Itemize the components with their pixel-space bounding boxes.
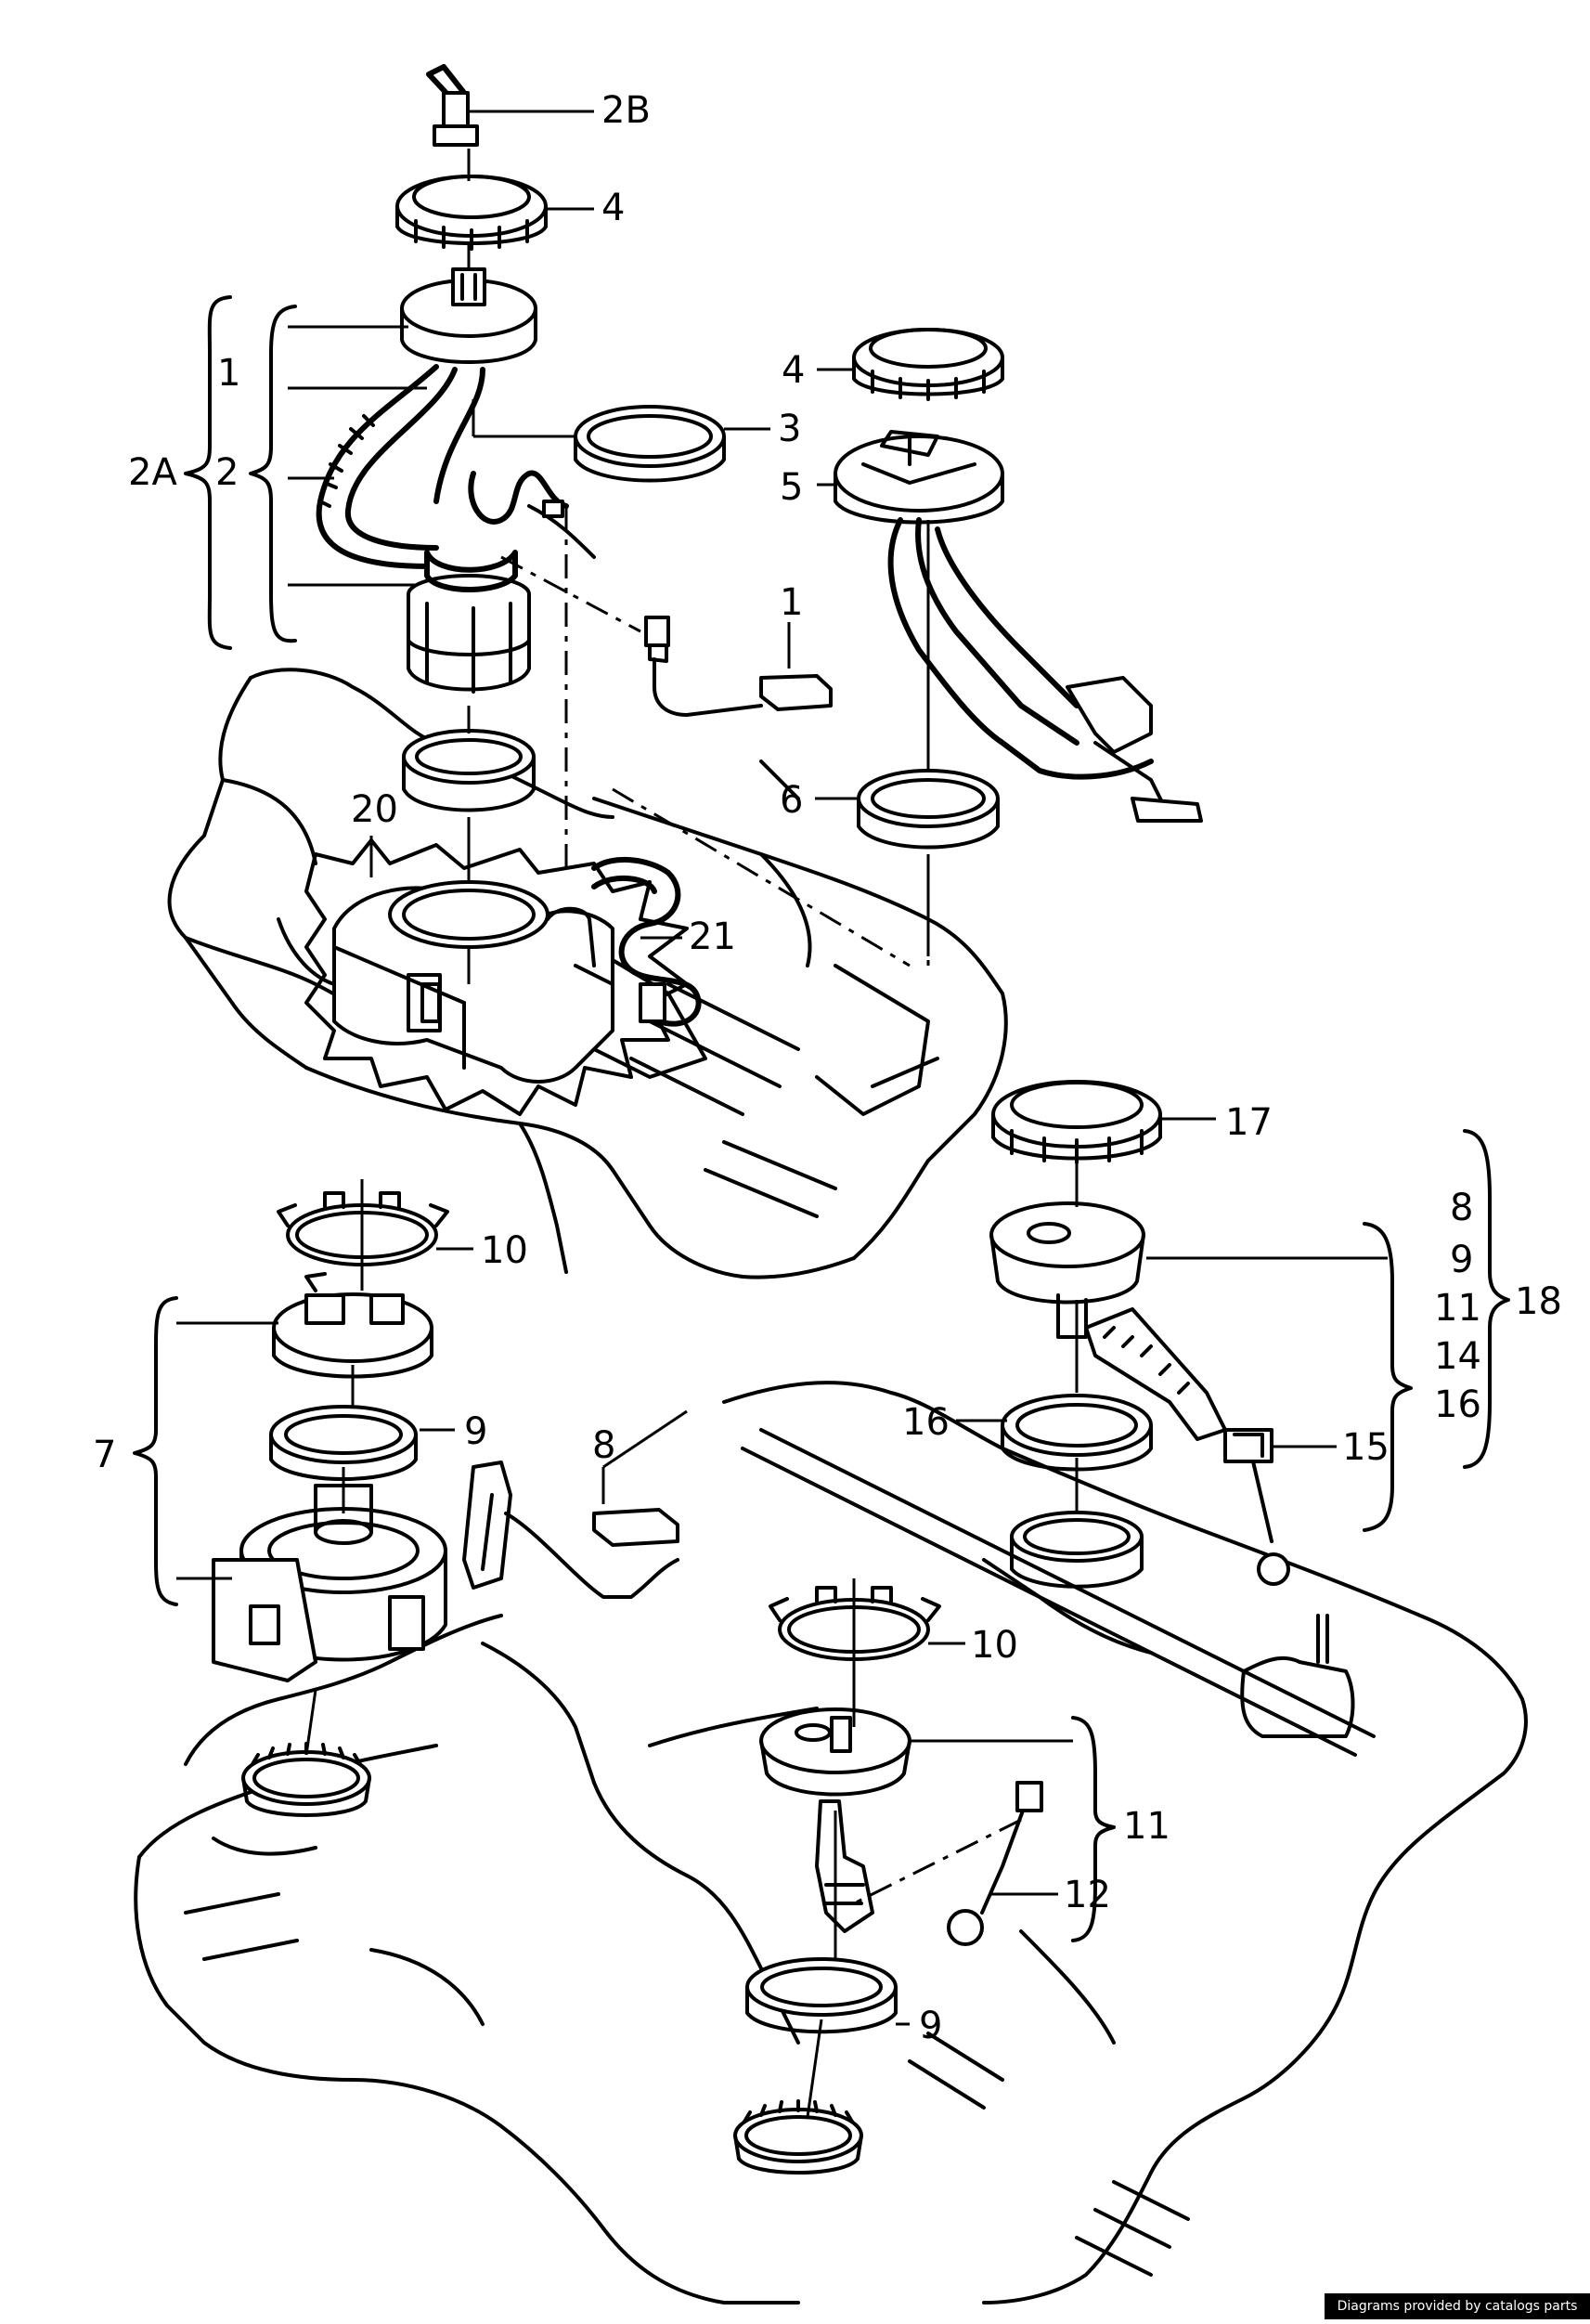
callout-17: 17: [1225, 1101, 1273, 1144]
callout-2b: 2B: [601, 89, 651, 132]
fuel-line-connector-2b[interactable]: [426, 64, 479, 147]
swirl-pot-housing-20[interactable]: [332, 880, 614, 1084]
level-sender-arm-right: [1084, 1307, 1227, 1441]
group-item-16: 16: [1434, 1383, 1481, 1426]
leader-lines: [176, 110, 1388, 2026]
level-sender-12[interactable]: [947, 1781, 1043, 1946]
group-item-14: 14: [1434, 1335, 1481, 1378]
seal-ring-3[interactable]: [574, 405, 726, 483]
sender-flange-11[interactable]: [759, 1707, 911, 1797]
callout-1-upper: 1: [217, 352, 240, 395]
callout-21: 21: [689, 915, 736, 958]
retaining-ring-4-right[interactable]: [852, 328, 1004, 401]
group-brackets: [133, 295, 1510, 1942]
locking-ring-4-upper[interactable]: [395, 175, 548, 251]
callout-10-left: 10: [481, 1229, 528, 1272]
level-sender-1[interactable]: [644, 616, 833, 717]
group-item-8: 8: [1450, 1187, 1473, 1229]
fuel-pump-housing-7[interactable]: [212, 1461, 512, 1682]
corrugated-hoses: [316, 364, 569, 569]
assembly-axis-lines: [304, 149, 1079, 2118]
level-sender-8[interactable]: [504, 1508, 679, 1599]
flange-housing-right[interactable]: [989, 1201, 1145, 1339]
swirl-pot-burst-outline: [304, 838, 689, 1116]
fuel-pump-body-1[interactable]: [407, 550, 531, 694]
callout-12: 12: [1064, 1874, 1111, 1916]
callout-11-lower: 11: [1123, 1805, 1170, 1848]
callout-20: 20: [351, 788, 398, 831]
level-sender-15[interactable]: [1223, 1428, 1290, 1586]
callout-1-sender: 1: [780, 581, 803, 624]
callout-10-lower: 10: [971, 1624, 1018, 1667]
callout-labels: 2B 4 1 2A 2 3 4 5 1 6 20 21 17 10 8 9 11…: [93, 89, 1562, 2047]
seal-ring-pump-lower[interactable]: [402, 729, 536, 812]
seal-ring-9-left[interactable]: [269, 1405, 418, 1481]
callout-7: 7: [93, 1434, 116, 1476]
callout-5: 5: [780, 466, 803, 509]
seal-ring-6[interactable]: [857, 769, 1000, 850]
watermark-text: Diagrams provided by catalogs parts: [1337, 2299, 1578, 2314]
tank-opening-right: [1010, 1511, 1144, 1589]
fuel-pump-flange[interactable]: [400, 267, 537, 364]
fuel-hose-21[interactable]: [591, 856, 702, 1027]
sender-flange-5[interactable]: [834, 430, 1004, 525]
callout-3: 3: [778, 408, 801, 450]
callout-4-top: 4: [601, 187, 625, 229]
pump-electrical-plug: [527, 500, 596, 559]
callout-6: 6: [780, 779, 803, 822]
level-sender-arm-11: [815, 1799, 874, 1933]
callout-18: 18: [1515, 1280, 1562, 1323]
dashed-reference-lines: [500, 506, 1022, 1905]
callout-8-sender: 8: [592, 1424, 615, 1467]
seal-ring-9-lower[interactable]: [745, 1957, 898, 2034]
tank-opening-lower: [733, 2099, 863, 2175]
callout-2: 2: [215, 451, 239, 494]
callout-15: 15: [1342, 1426, 1390, 1469]
locking-ring-17[interactable]: [991, 1080, 1162, 1164]
callout-9-left: 9: [464, 1410, 487, 1453]
callout-16: 16: [902, 1401, 950, 1444]
pump-flange-7[interactable]: [272, 1272, 433, 1379]
lower-fuel-tank-outline: [134, 1381, 1528, 2305]
callout-9-lower: 9: [919, 2005, 942, 2047]
group-item-11: 11: [1434, 1287, 1481, 1330]
callout-2a: 2A: [128, 451, 177, 494]
group-item-9: 9: [1450, 1239, 1473, 1281]
watermark-footer: Diagrams provided by catalogs parts: [1325, 2293, 1590, 2319]
tank-opening-left-lower: [241, 1742, 371, 1817]
callout-4-right: 4: [782, 349, 805, 392]
